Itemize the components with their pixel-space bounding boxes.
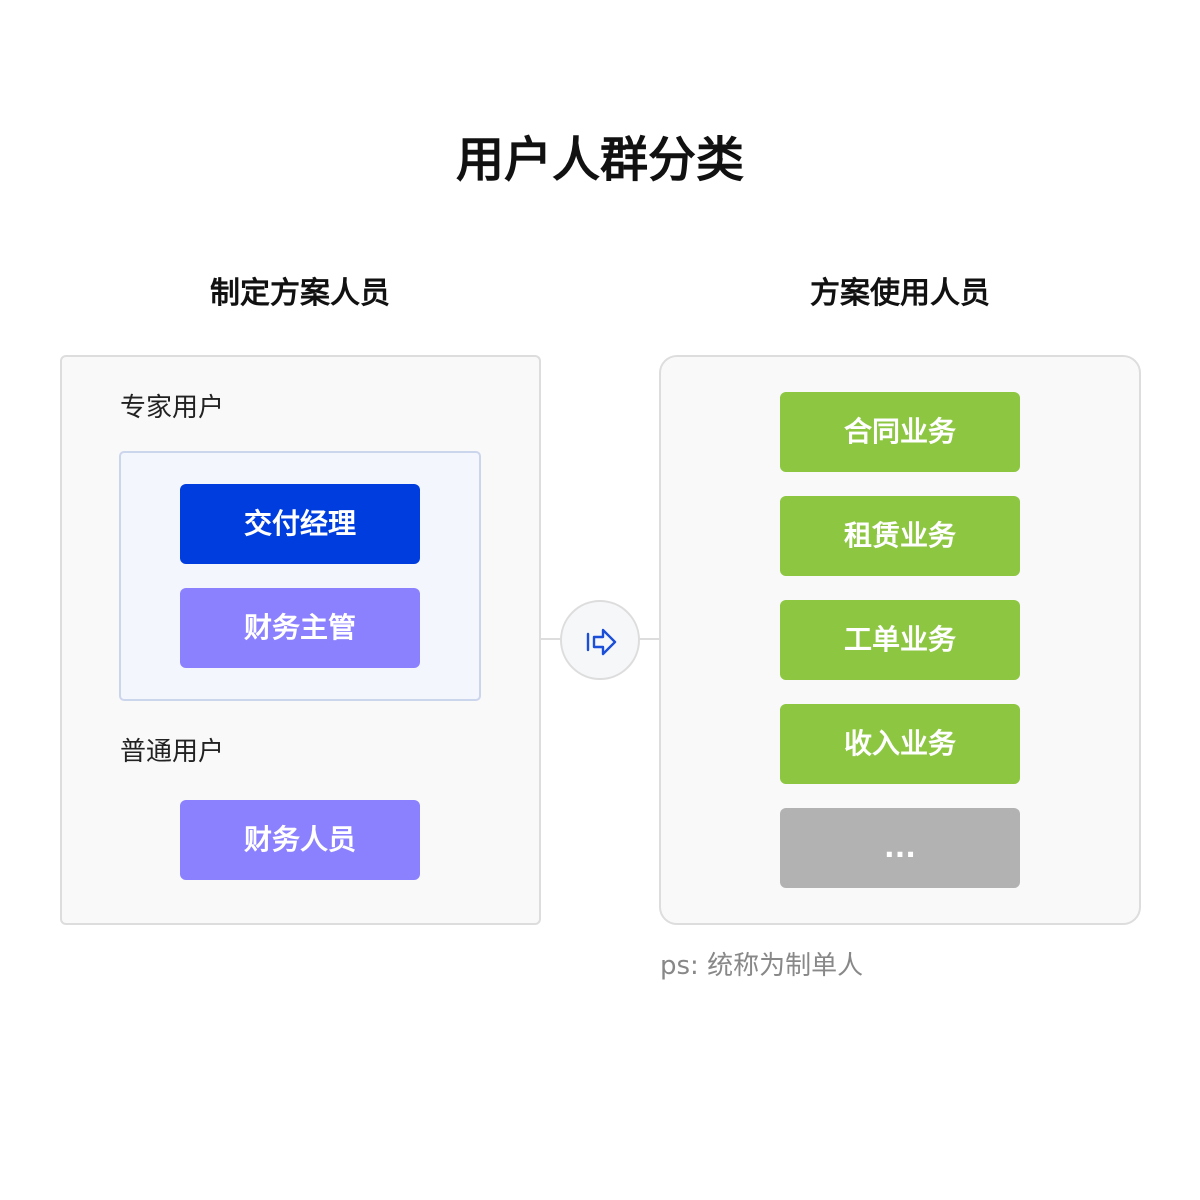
normal-users-label: 普通用户 [120,737,225,767]
right-column-heading: 方案使用人员 [810,276,990,311]
role-delivery-manager[interactable]: 交付经理 [180,484,420,564]
connector-line-right [639,638,659,640]
connector-line-left [541,638,561,640]
business-contract[interactable]: 合同业务 [780,392,1020,472]
business-revenue[interactable]: 收入业务 [780,704,1020,784]
arrow-connector [560,600,640,680]
role-finance-staff[interactable]: 财务人员 [180,800,420,880]
role-finance-supervisor[interactable]: 财务主管 [180,588,420,668]
diagram-title: 用户人群分类 [455,132,744,188]
business-work-order[interactable]: 工单业务 [780,600,1020,680]
left-column-heading: 制定方案人员 [210,276,390,311]
arrow-right-icon [586,628,617,656]
expert-users-label: 专家用户 [120,393,225,423]
business-more[interactable]: ... [780,808,1020,888]
business-lease[interactable]: 租赁业务 [780,496,1020,576]
footnote: ps: 统称为制单人 [660,951,864,981]
